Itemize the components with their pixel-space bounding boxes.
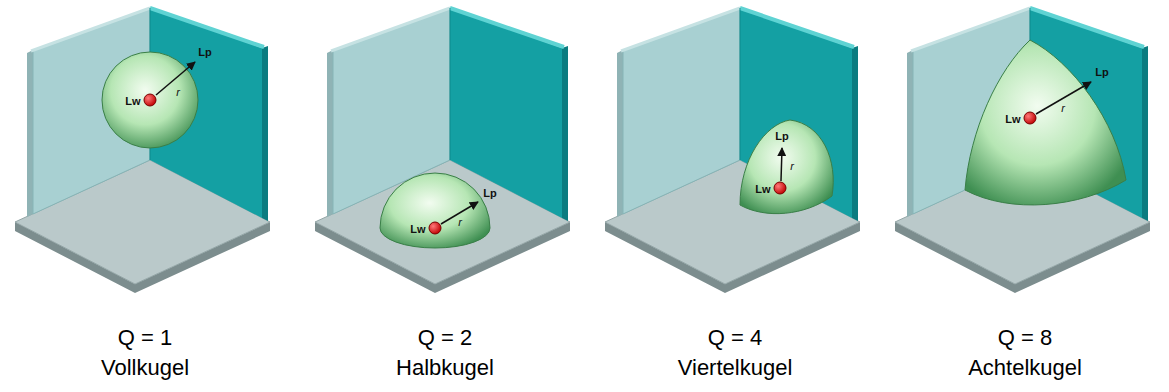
radius-label: r bbox=[790, 160, 794, 172]
level-label: Lp bbox=[483, 187, 496, 199]
sphere-name: Viertelkugel bbox=[678, 356, 793, 380]
source-label: Lw bbox=[125, 95, 140, 107]
panel-eighth-sphere bbox=[895, 8, 1150, 293]
sphere-name: Achtelkugel bbox=[968, 356, 1082, 380]
radius-label: r bbox=[1061, 102, 1065, 114]
sphere-name: Vollkugel bbox=[101, 356, 189, 380]
source-label: Lw bbox=[410, 223, 425, 235]
radius-label: r bbox=[176, 86, 180, 98]
panel-quarter-sphere bbox=[605, 8, 860, 293]
source-label: Lw bbox=[1005, 113, 1020, 125]
source-label: Lw bbox=[755, 183, 770, 195]
sphere-name: Halbkugel bbox=[396, 356, 494, 380]
panel-full-sphere bbox=[15, 8, 270, 293]
panel-half-sphere bbox=[315, 8, 570, 293]
q-factor: Q = 1 bbox=[118, 326, 172, 350]
q-factor: Q = 2 bbox=[418, 326, 472, 350]
radius-label: r bbox=[458, 216, 462, 228]
level-label: Lp bbox=[1095, 66, 1108, 78]
level-label: Lp bbox=[775, 130, 788, 142]
q-factor: Q = 8 bbox=[998, 326, 1052, 350]
q-factor: Q = 4 bbox=[708, 326, 762, 350]
level-label: Lp bbox=[198, 46, 211, 58]
